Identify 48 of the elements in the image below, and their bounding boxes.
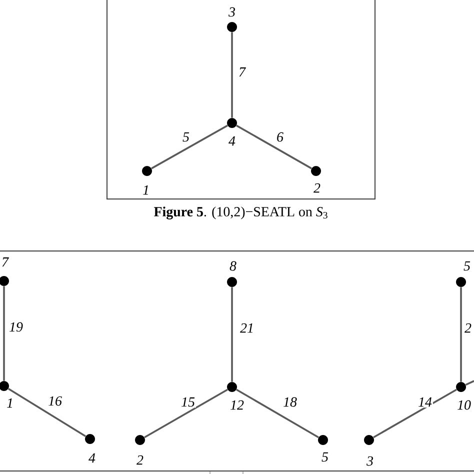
vertex-dot bbox=[456, 277, 466, 287]
edge-label: 18 bbox=[282, 396, 298, 408]
vertex-dot bbox=[85, 434, 95, 444]
edge-label: 21 bbox=[239, 322, 255, 334]
vertex-dot bbox=[227, 277, 237, 287]
edge-label: 5 bbox=[182, 131, 190, 143]
edge-label: 7 bbox=[238, 66, 246, 78]
edge-label: 19 bbox=[8, 321, 24, 333]
vertex-label: 12 bbox=[230, 400, 244, 410]
vertex-dot bbox=[227, 382, 237, 392]
vertex-label: 4 bbox=[228, 136, 236, 146]
vertex-label: 4 bbox=[88, 453, 96, 463]
vertex-label: 2 bbox=[314, 183, 320, 193]
vertex-label: 3 bbox=[366, 456, 374, 466]
edge-label: 2 bbox=[464, 322, 472, 334]
vertex-label: 1 bbox=[143, 185, 148, 195]
edge-line bbox=[465, 380, 474, 386]
vertex-label: 10 bbox=[458, 400, 471, 410]
edge-label: 15 bbox=[180, 396, 196, 408]
edge-label: 6 bbox=[276, 131, 284, 143]
edge-line bbox=[231, 287, 233, 382]
vertex-dot bbox=[311, 166, 321, 176]
edge-line bbox=[231, 32, 233, 118]
edge-line bbox=[144, 388, 228, 438]
vertex-label: 2 bbox=[136, 455, 144, 465]
vertex-label: 3 bbox=[228, 7, 236, 17]
edge-line bbox=[373, 388, 457, 438]
vertex-label: 5 bbox=[322, 452, 328, 462]
vertex-label: 1 bbox=[7, 398, 12, 408]
vertex-label: 7 bbox=[2, 257, 9, 267]
vertex-dot bbox=[142, 166, 152, 176]
edge-line bbox=[460, 287, 462, 382]
vertex-dot bbox=[456, 382, 466, 392]
vertex-label: 5 bbox=[464, 261, 470, 271]
figure-caption: Figure 5. (10,2)−SEATL on S$_{3}$ bbox=[154, 206, 328, 220]
edge-line bbox=[236, 388, 319, 438]
vertex-dot bbox=[227, 22, 237, 32]
edge-line bbox=[151, 124, 228, 170]
vertex-dot bbox=[318, 435, 328, 445]
vertex-dot bbox=[135, 435, 145, 445]
edge-label: 16 bbox=[47, 395, 63, 407]
edge-line bbox=[8, 388, 86, 438]
edge-label: 14 bbox=[417, 396, 433, 408]
vertex-label: 8 bbox=[230, 261, 236, 271]
vertex-dot bbox=[227, 118, 237, 128]
edge-line bbox=[236, 124, 312, 170]
vertex-dot bbox=[364, 435, 374, 445]
edge-line bbox=[3, 286, 5, 381]
